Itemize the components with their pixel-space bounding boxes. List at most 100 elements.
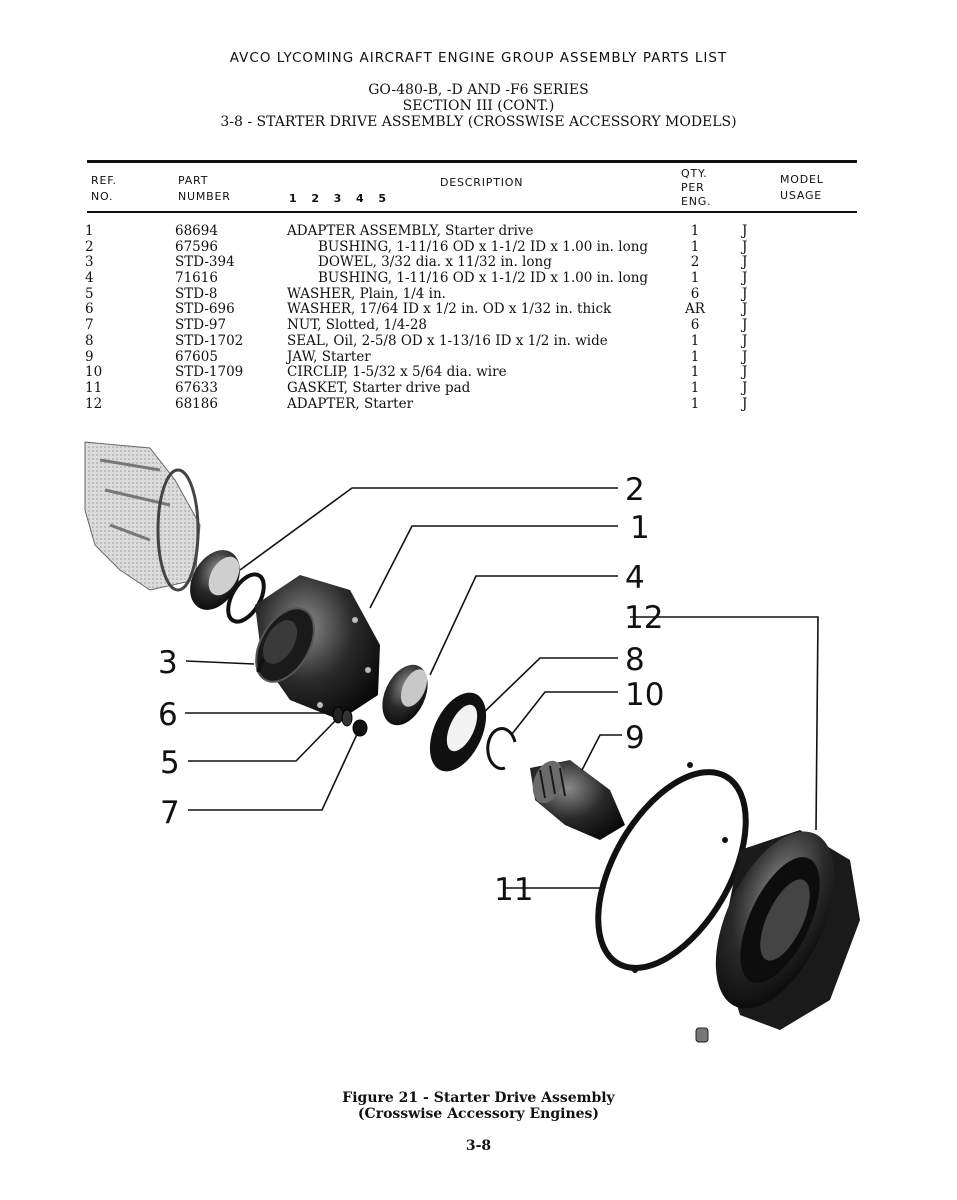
nut-part-7 (352, 719, 368, 737)
table-cell-usage: J (742, 238, 748, 255)
table-cell-description: JAW, Starter (287, 348, 371, 365)
table-cell-ref: 10 (85, 364, 103, 381)
fitting-detail (695, 1027, 709, 1043)
table-cell-ref: 1 (85, 223, 94, 239)
table-cell-qty: 1 (690, 364, 700, 381)
callout-11: 11 (494, 872, 533, 908)
table-cell-part: 67633 (175, 379, 218, 396)
table-cell-part: STD-1709 (175, 364, 244, 381)
table-cell-ref: 8 (85, 332, 94, 349)
table-cell-part: 67596 (175, 238, 218, 255)
callout-9: 9 (625, 720, 645, 756)
table-cell-part: STD-394 (175, 254, 235, 271)
table-cell-ref: 9 (85, 348, 94, 365)
table-cell-qty: 2 (690, 254, 700, 271)
table-cell-description: BUSHING, 1-11/16 OD x 1-1/2 ID x 1.00 in… (318, 270, 649, 287)
table-cell-description: SEAL, Oil, 2-5/8 OD x 1-13/16 ID x 1/2 i… (287, 332, 608, 349)
starter-adapter-part-12 (715, 830, 860, 1030)
callout-3: 3 (158, 645, 178, 681)
ref-header-1: REF. (91, 174, 117, 187)
table-cell-usage: J (742, 364, 748, 381)
table-cell-part: 67605 (175, 348, 218, 365)
table-cell-ref: 12 (85, 395, 103, 412)
callout-12: 12 (624, 600, 663, 636)
figure-caption-title: Figure 21 - Starter Drive Assembly (342, 1090, 615, 1106)
qty-header-3: ENG. (681, 195, 712, 208)
document-header: AVCO LYCOMING AIRCRAFT ENGINE GROUP ASSE… (229, 50, 728, 66)
table-cell-qty: 6 (690, 285, 700, 302)
callout-5: 5 (160, 745, 180, 781)
table-cell-ref: 2 (85, 238, 94, 255)
table-cell-part: STD-8 (175, 285, 218, 302)
qty-column: 1 1 2 1 6 AR 6 1 1 1 1 1 (670, 223, 720, 412)
starter-jaw-part-9 (530, 760, 625, 840)
table-cell-qty: 1 (690, 395, 700, 412)
figure-caption-subtitle: (Crosswise Accessory Engines) (357, 1106, 600, 1122)
table-cell-description: WASHER, Plain, 1/4 in. (287, 285, 446, 302)
table-cell-qty: 1 (690, 332, 700, 349)
table-cell-description: CIRCLIP, 1-5/32 x 5/64 dia. wire (287, 364, 507, 381)
ref-column: 1 2 3 4 5 6 7 8 9 10 11 12 (85, 223, 115, 412)
usage-column: J J J J J J J J J J J J (742, 223, 772, 412)
table-cell-description: ADAPTER ASSEMBLY, Starter drive (287, 223, 534, 239)
engine-case-part (84, 441, 201, 592)
table-cell-qty: 6 (690, 317, 700, 334)
ref-header-2: NO. (91, 190, 114, 203)
table-cell-part: STD-97 (175, 317, 227, 334)
leader-lines (185, 487, 819, 889)
table-cell-description: ADAPTER, Starter (287, 395, 414, 412)
qty-header-1: QTY. (681, 167, 708, 180)
table-cell-ref: 7 (85, 317, 94, 334)
table-cell-usage: J (742, 223, 748, 239)
table-cell-usage: J (742, 254, 748, 271)
callout-4: 4 (625, 560, 645, 596)
table-cell-usage: J (742, 317, 748, 334)
table-cell-ref: 3 (85, 254, 94, 271)
table-cell-part: 68186 (175, 395, 218, 412)
page-number: 3-8 (465, 1138, 492, 1154)
table-cell-usage: J (742, 332, 748, 349)
table-cell-qty: 1 (690, 348, 700, 365)
callout-6: 6 (158, 697, 178, 733)
table-cell-part: STD-1702 (175, 332, 244, 349)
table-cell-part: 71616 (175, 270, 218, 287)
table-cell-ref: 4 (85, 270, 94, 287)
callout-1: 1 (630, 510, 650, 546)
circlip-part-10 (486, 727, 517, 771)
table-cell-ref: 11 (85, 379, 103, 396)
bushing-part-2 (190, 550, 240, 610)
washer-part-5 (341, 709, 353, 727)
series-title: GO-480-B, -D AND -F6 SERIES (368, 82, 589, 98)
oil-seal-part-8 (429, 692, 487, 772)
table-cell-usage: J (742, 285, 748, 302)
table-cell-part: STD-696 (175, 301, 235, 318)
table-cell-description: WASHER, 17/64 ID x 1/2 in. OD x 1/32 in.… (287, 301, 612, 318)
usage-header-1: MODEL (780, 173, 824, 186)
table-cell-description: BUSHING, 1-11/16 OD x 1-1/2 ID x 1.00 in… (318, 238, 649, 255)
part-column: 68694 67596 STD-394 71616 STD-8 STD-696 … (175, 223, 275, 412)
adapter-assembly-part-1 (255, 575, 380, 720)
callout-7: 7 (160, 795, 180, 831)
table-cell-part: 68694 (175, 223, 218, 239)
table-cell-ref: 5 (85, 285, 94, 302)
indent-levels-header: 1 2 3 4 5 (289, 192, 387, 205)
table-cell-description: GASKET, Starter drive pad (287, 379, 471, 396)
table-cell-ref: 6 (85, 301, 94, 318)
callout-2: 2 (625, 472, 645, 508)
callout-10: 10 (625, 677, 664, 713)
table-cell-usage: J (742, 379, 748, 396)
usage-header-2: USAGE (780, 189, 823, 202)
table-cell-qty: 1 (690, 238, 700, 255)
dowel-part-3 (256, 657, 265, 673)
table-cell-description: NUT, Slotted, 1/4-28 (287, 317, 428, 334)
table-cell-usage: J (742, 301, 748, 318)
table-cell-usage: J (742, 395, 748, 412)
table-cell-qty: AR (685, 301, 705, 318)
gasket-part-11 (595, 762, 749, 973)
table-cell-qty: 1 (690, 223, 700, 239)
part-header-2: NUMBER (178, 190, 231, 203)
table-cell-usage: J (742, 270, 748, 287)
assembly-title: 3-8 - STARTER DRIVE ASSEMBLY (CROSSWISE … (220, 114, 737, 130)
qty-header-2: PER (681, 181, 705, 194)
table-top-rule (87, 160, 857, 163)
